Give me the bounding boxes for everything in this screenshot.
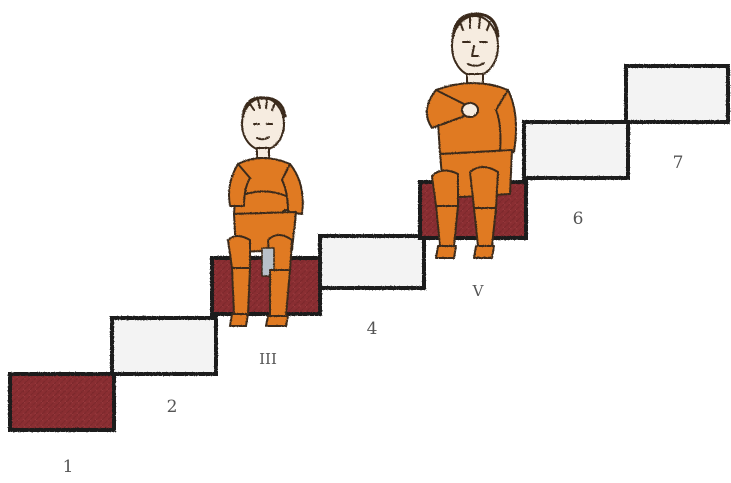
step-1 xyxy=(10,374,114,430)
step-label-6: 6 xyxy=(573,209,584,229)
step-2 xyxy=(112,318,216,374)
step-label-5: V xyxy=(472,282,485,300)
step-6 xyxy=(524,122,628,178)
step-4 xyxy=(320,236,424,288)
step-label-3: III xyxy=(259,350,277,368)
step-label-2: 2 xyxy=(167,397,178,417)
step-7 xyxy=(626,66,728,122)
step-label-1: 1 xyxy=(63,457,74,477)
step-label-4: 4 xyxy=(367,319,378,339)
step-label-7: 7 xyxy=(673,153,684,173)
